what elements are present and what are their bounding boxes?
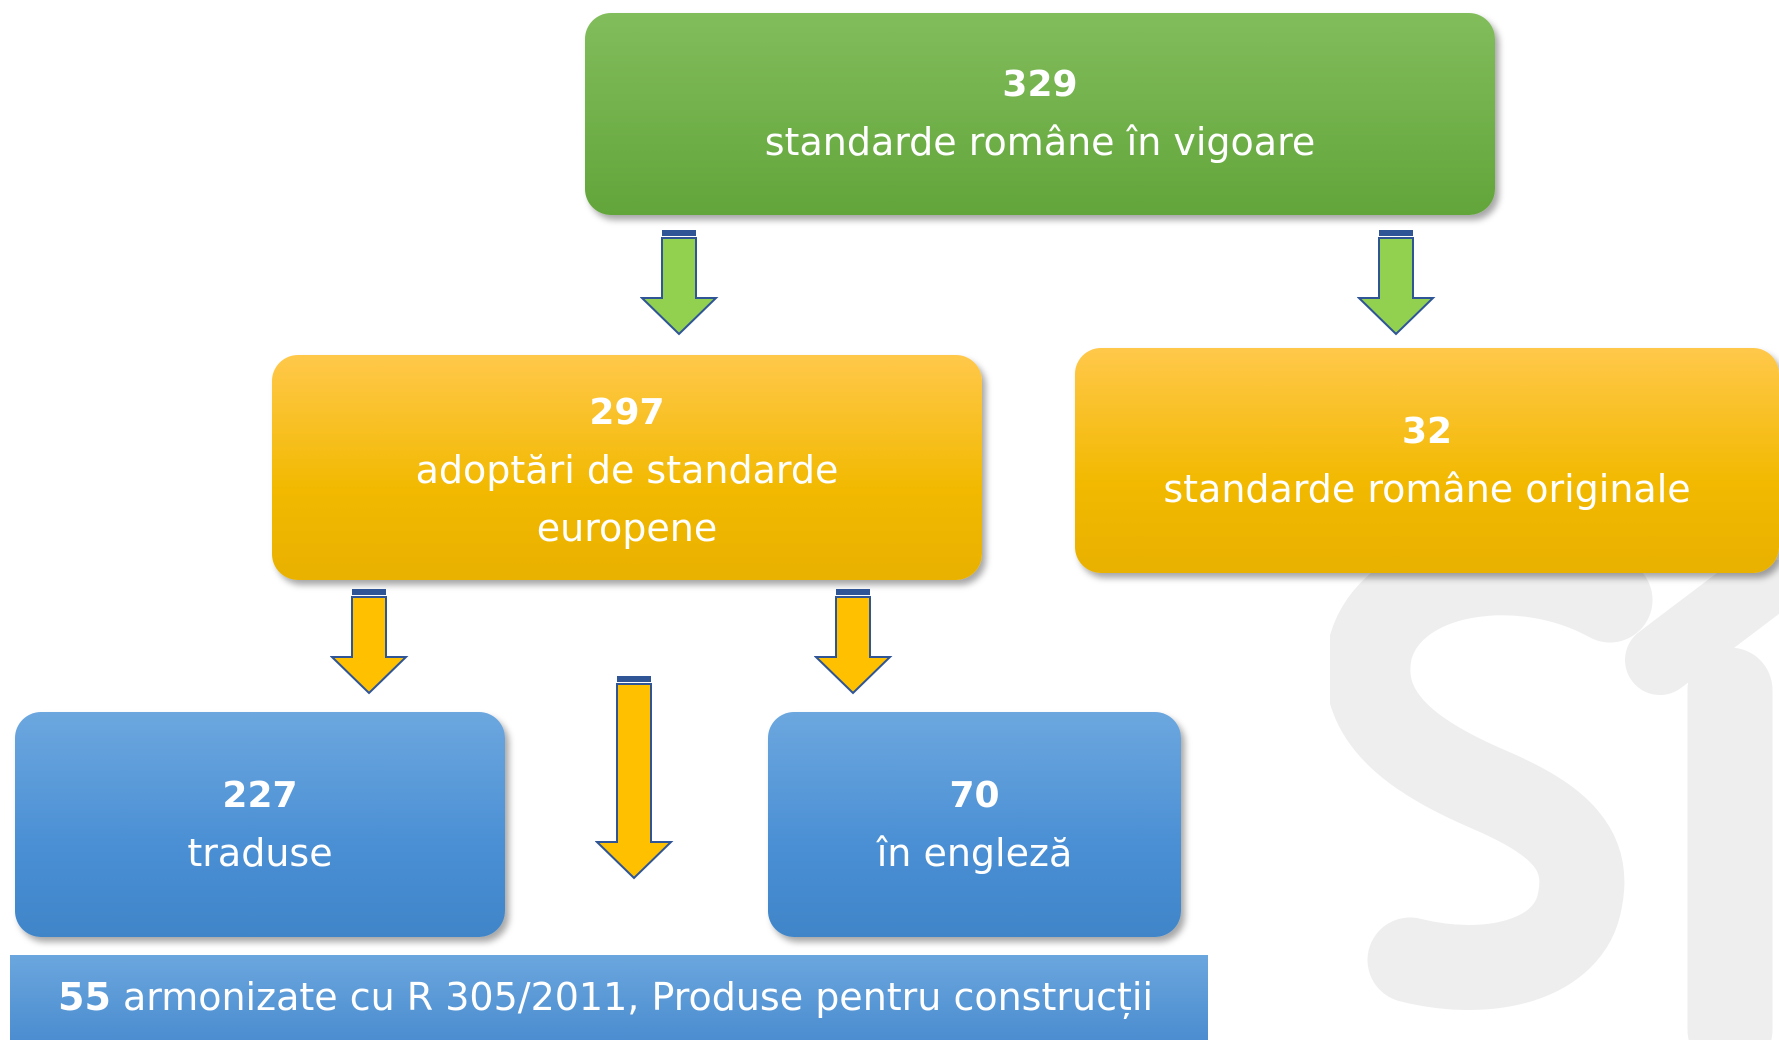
- root-count: 329: [1002, 64, 1078, 105]
- european-label-line1: adoptări de standarde: [415, 447, 839, 492]
- banner-count: 55: [58, 975, 111, 1019]
- node-adoptari-standarde-europene: 297 adoptări de standarde europene: [272, 355, 982, 580]
- original-label: standarde române originale: [1163, 466, 1691, 511]
- banner-armonizate-r305: 55 armonizate cu R 305/2011, Produse pen…: [10, 955, 1208, 1040]
- translated-label: traduse: [187, 830, 333, 875]
- arrow-european-to-armonizate-icon: [595, 676, 674, 880]
- banner-text: armonizate cu R 305/2011, Produse pentru…: [110, 975, 1153, 1019]
- english-label: în engleză: [876, 830, 1073, 875]
- arrow-european-to-engleza-icon: [814, 589, 893, 695]
- arrow-root-to-european-icon: [640, 230, 719, 336]
- original-count: 32: [1401, 410, 1453, 452]
- node-traduse: 227 traduse: [15, 712, 505, 937]
- arrow-root-to-original-icon: [1357, 230, 1436, 336]
- european-label-line2: europene: [536, 505, 718, 550]
- arrow-european-to-traduse-icon: [330, 589, 409, 695]
- root-node-standarde-in-vigoare: 329 standarde române în vigoare: [585, 13, 1495, 215]
- translated-count: 227: [222, 774, 298, 816]
- node-standarde-romane-originale: 32 standarde române originale: [1075, 348, 1779, 573]
- european-count: 297: [589, 391, 665, 433]
- english-count: 70: [949, 774, 1000, 816]
- root-label: standarde române în vigoare: [764, 120, 1316, 164]
- node-in-engleza: 70 în engleză: [768, 712, 1181, 937]
- sr-logo-watermark-icon: [1330, 560, 1779, 1040]
